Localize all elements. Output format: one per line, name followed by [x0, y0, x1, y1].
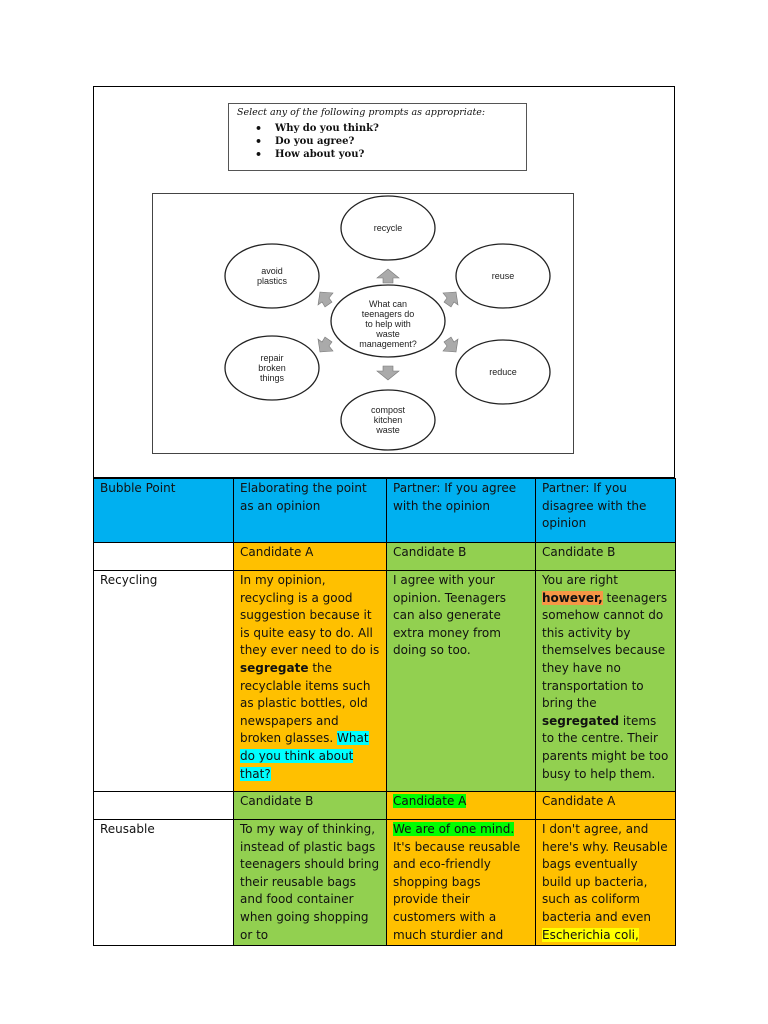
prompt-title: Select any of the following prompts as a… [237, 107, 486, 118]
bubble-recycle [340, 195, 436, 261]
bubble-reuse-label: reuse [463, 271, 543, 281]
bubble-line: broken [258, 363, 286, 373]
bubble-repair [224, 335, 320, 401]
candidate-highlight: Candidate A [393, 794, 467, 808]
candidate-cell: Candidate B [233, 791, 387, 820]
disagree-cell: You are right however, teenagers somehow… [535, 570, 676, 792]
opinion-text: the recyclable items such as plastic bot… [240, 660, 371, 746]
table-row-reusable: Reusable To my way of thinking, instead … [93, 818, 676, 947]
bubble-line: compost [370, 405, 405, 415]
table-row: Candidate B Candidate A Candidate A [93, 791, 676, 820]
opinion-text: In my opinion, recycling is a good sugge… [240, 573, 380, 658]
center-line: What can [368, 299, 408, 309]
agree-text: It's because reusable and eco-friendly s… [393, 839, 521, 942]
table-header-row: Bubble Point Elaborating the point as an… [93, 478, 676, 543]
arrow-upper-left-icon [317, 291, 334, 308]
disagree-text: items to the centre. Their parents might… [542, 713, 669, 781]
disagree-bold: segregated [542, 713, 620, 728]
candidate-cell: Candidate A [535, 791, 676, 820]
disagree-text: I don't agree, and here's why. Reusable … [542, 822, 668, 924]
arrow-lower-right-icon [442, 336, 459, 353]
arrow-upper-right-icon [442, 291, 459, 308]
disagree-highlight: Escherichia coli, [542, 927, 639, 942]
bubble-recycle-label: recycle [348, 223, 428, 233]
bubble-line: avoid [261, 266, 283, 276]
bubble-repair-label: repair broken things [232, 353, 312, 383]
prompt-box: Select any of the following prompts as a… [228, 103, 527, 171]
table-cell-empty [93, 542, 234, 571]
opinion-cell: To my way of thinking, instead of plasti… [233, 818, 387, 947]
bubble-reuse [455, 243, 551, 309]
arrow-lower-left-icon [317, 336, 334, 353]
bubble-compost [340, 389, 436, 451]
center-line: waste [376, 329, 400, 339]
center-line: to help with [365, 319, 411, 329]
table-cell-empty [93, 791, 234, 820]
bubble-line: recycle [373, 223, 403, 233]
waste-management-table: Bubble Point Elaborating the point as an… [93, 478, 676, 947]
bubble-avoid [224, 243, 320, 309]
prompt-item: How about you? [255, 148, 379, 161]
header-agree: Partner: If you agree with the opinion [386, 478, 536, 543]
bubble-avoid-label: avoid plastics [232, 266, 312, 286]
header-disagree: Partner: If you disagree with the opinio… [535, 478, 676, 543]
opinion-cell: In my opinion, recycling is a good sugge… [233, 570, 387, 792]
bubble-point-reusable: Reusable [93, 818, 234, 947]
arrow-up-icon [376, 268, 400, 284]
disagree-text: teenagers somehow cannot do this activit… [542, 590, 668, 711]
candidate-cell: Candidate A [386, 791, 536, 820]
agree-highlight: We are of one mind. [393, 822, 515, 836]
bubble-reduce-label: reduce [463, 367, 543, 377]
header-bubble-point: Bubble Point [93, 478, 234, 543]
agree-cell: I agree with your opinion. Teenagers can… [386, 570, 536, 792]
image-cell [93, 86, 675, 478]
disagree-highlight: however, [542, 590, 603, 605]
table-row: Candidate A Candidate B Candidate B [93, 542, 676, 571]
prompt-item: Do you agree? [255, 135, 379, 148]
bubble-reduce [455, 339, 551, 405]
diagram-shapes [224, 195, 551, 451]
bubble-line: reduce [489, 367, 517, 377]
agree-cell: We are of one mind. It's because reusabl… [386, 818, 536, 947]
center-line: management? [359, 339, 417, 349]
prompt-list: Why do you think? Do you agree? How abou… [255, 122, 379, 161]
candidate-cell: Candidate B [386, 542, 536, 571]
center-line: teenagers do [361, 309, 415, 319]
bubble-diagram: What can teenagers do to help with waste… [152, 193, 574, 454]
center-bubble [330, 284, 446, 358]
table-row-recycling: Recycling In my opinion, recycling is a … [93, 570, 676, 792]
bubble-line: repair [260, 353, 284, 363]
header-elaborating: Elaborating the point as an opinion [233, 478, 387, 543]
bubble-line: plastics [256, 276, 287, 286]
bubble-line: things [259, 373, 285, 383]
disagree-cell: I don't agree, and here's why. Reusable … [535, 818, 676, 947]
prompt-item: Why do you think? [255, 122, 379, 135]
disagree-text: You are right [542, 573, 618, 587]
bubble-compost-label: compost kitchen waste [348, 405, 428, 435]
center-bubble-text: What can teenagers do to help with waste… [338, 299, 438, 349]
bubble-point-recycling: Recycling [93, 570, 234, 792]
bubble-line: reuse [491, 271, 515, 281]
image-cell-border [674, 86, 675, 478]
candidate-cell: Candidate B [535, 542, 676, 571]
arrow-down-icon [376, 365, 400, 381]
bubble-line: waste [376, 425, 400, 435]
opinion-bold: segregate [240, 660, 309, 675]
candidate-cell: Candidate A [233, 542, 387, 571]
bubble-line: kitchen [373, 415, 403, 425]
